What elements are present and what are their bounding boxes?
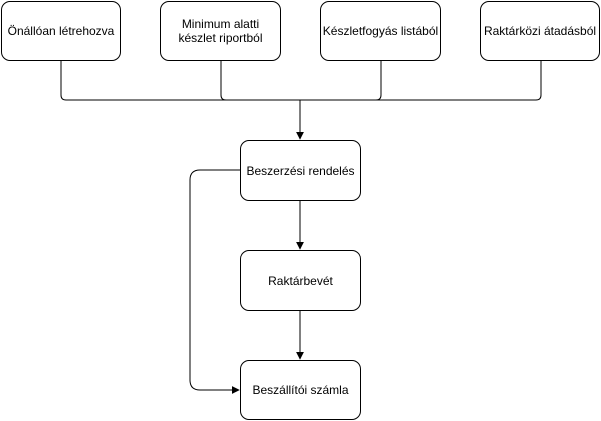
node-onalloan-letrehozva[interactable]: Önállóan létrehozva [1, 1, 121, 61]
node-minimum-alatti-keszlet-riport-label: Minimum alatti készlet riportból [178, 17, 263, 45]
node-keszletfogyas-lista-label: Készletfogyás listából [322, 24, 439, 38]
node-raktarbevet[interactable]: Raktárbevét [240, 250, 361, 311]
node-raktarbevet-label: Raktárbevét [268, 273, 333, 288]
node-beszallitoi-szamla-label: Beszállítói számla [252, 383, 349, 397]
node-raktarkozi-atadas[interactable]: Raktárközi átadásból [480, 1, 600, 61]
edge-keszletfogyas-to-merge [300, 60, 382, 101]
node-keszletfogyas-lista[interactable]: Készletfogyás listából [320, 1, 441, 61]
node-beszerzesi-rendeles-label: Beszerzési rendelés [246, 163, 355, 178]
edge-raktarkozi-to-merge [300, 60, 542, 101]
node-beszerzesi-rendeles[interactable]: Beszerzési rendelés [240, 140, 361, 201]
node-beszallitoi-szamla[interactable]: Beszállítói számla [240, 360, 361, 420]
edge-onalloan-to-merge [60, 60, 300, 101]
edge-minimum-to-merge [220, 60, 300, 101]
node-minimum-alatti-keszlet-riport[interactable]: Minimum alatti készlet riportból [160, 1, 281, 61]
node-onalloan-letrehozva-label: Önállóan létrehozva [7, 24, 115, 38]
node-raktarkozi-atadas-label: Raktárközi átadásból [483, 24, 597, 38]
edge-beszerzesi-to-szallitoi [189, 169, 240, 394]
